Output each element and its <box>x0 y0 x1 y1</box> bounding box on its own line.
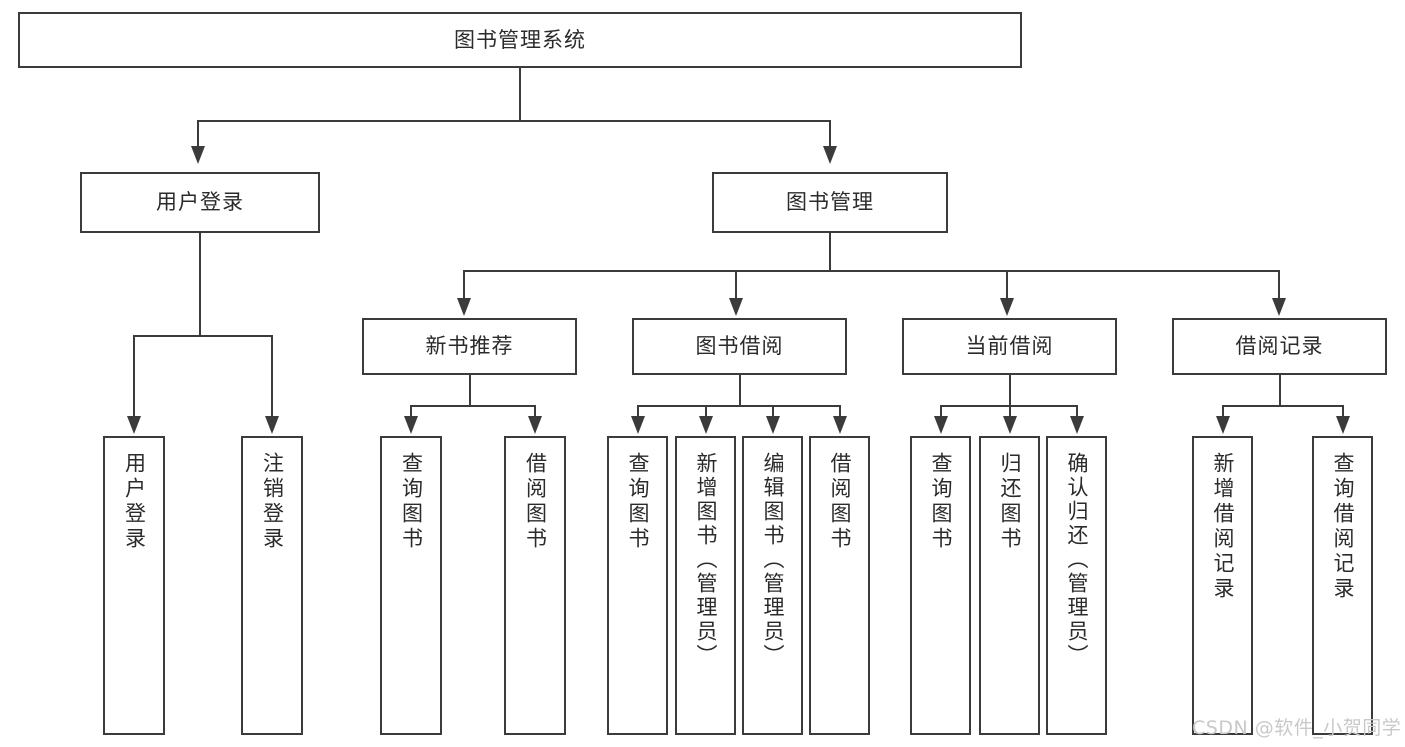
node-label: 用户登录 <box>122 452 147 552</box>
leaf-borrow-book[interactable]: 借阅图书 <box>809 436 870 735</box>
arrow-to-leaf-query-record <box>1336 416 1350 434</box>
node-label: 图书管理 <box>786 190 874 215</box>
connector-book-borrow-branch-1 <box>637 405 639 418</box>
node-label: 借阅图书 <box>828 452 852 552</box>
node-label: 新书推荐 <box>425 334 514 359</box>
arrow-to-leaf-return-book <box>1003 416 1017 434</box>
connector-book-mgmt-branch-3 <box>1006 270 1008 300</box>
connector-current-borrow-branch-2 <box>1009 405 1011 418</box>
leaf-borrow-book-recommend[interactable]: 借阅图书 <box>504 436 566 735</box>
leaf-return-book[interactable]: 归还图书 <box>979 436 1040 735</box>
node-book-borrow[interactable]: 图书借阅 <box>632 318 847 375</box>
connector-book-mgmt-stem <box>829 233 831 270</box>
node-label: 确认归还（管理员） <box>1065 452 1089 668</box>
arrow-to-leaf-confirm-return <box>1070 416 1084 434</box>
connector-book-borrow-branch-4 <box>839 405 841 418</box>
node-label: 注销登录 <box>260 452 285 552</box>
connector-book-borrow-stem <box>739 375 741 405</box>
node-label: 用户登录 <box>156 190 244 215</box>
leaf-add-borrow-record[interactable]: 新增借阅记录 <box>1192 436 1253 735</box>
connector-book-mgmt-branch-4 <box>1278 270 1280 300</box>
arrow-to-user-login <box>191 146 205 164</box>
connector-book-mgmt-branch-2 <box>735 270 737 300</box>
leaf-query-book-borrow[interactable]: 查询图书 <box>607 436 668 735</box>
node-label: 查询图书 <box>399 452 424 552</box>
connector-root-stem <box>519 68 521 120</box>
arrow-to-leaf-edit-book <box>766 416 780 434</box>
connector-new-book-bar <box>410 405 536 407</box>
node-label: 借阅图书 <box>523 452 548 552</box>
connector-root-bar <box>197 120 831 122</box>
arrow-to-leaf-query-book-a <box>404 416 418 434</box>
connector-borrow-record-branch-1 <box>1222 405 1224 418</box>
node-book-management[interactable]: 图书管理 <box>712 172 948 233</box>
node-label: 编辑图书（管理员） <box>761 452 785 668</box>
leaf-add-book-admin[interactable]: 新增图书（管理员） <box>675 436 736 735</box>
arrow-to-leaf-query-book-b <box>631 416 645 434</box>
connector-root-to-book-mgmt <box>829 120 831 148</box>
node-user-login[interactable]: 用户登录 <box>80 172 320 233</box>
connector-user-login-stem <box>199 233 201 335</box>
connector-new-book-branch-2 <box>534 405 536 418</box>
node-label: 图书管理系统 <box>454 27 586 52</box>
arrow-to-book-borrow <box>729 298 743 316</box>
node-label: 借阅记录 <box>1235 334 1324 359</box>
connector-root-to-user-login <box>197 120 199 148</box>
node-label: 查询借阅记录 <box>1331 452 1355 602</box>
arrow-to-leaf-add-book <box>699 416 713 434</box>
connector-current-borrow-stem <box>1009 375 1011 405</box>
connector-book-borrow-bar <box>637 405 841 407</box>
arrow-to-leaf-logout <box>265 416 279 434</box>
node-label: 查询图书 <box>626 452 650 552</box>
leaf-edit-book-admin[interactable]: 编辑图书（管理员） <box>742 436 803 735</box>
connector-book-borrow-branch-3 <box>772 405 774 418</box>
arrow-to-new-book-recommend <box>457 298 471 316</box>
node-label: 图书借阅 <box>695 334 784 359</box>
arrow-to-borrow-record <box>1272 298 1286 316</box>
connector-current-borrow-branch-3 <box>1076 405 1078 418</box>
node-new-book-recommend[interactable]: 新书推荐 <box>362 318 577 375</box>
arrow-to-leaf-add-record <box>1216 416 1230 434</box>
connector-user-login-bar <box>133 335 273 337</box>
arrow-to-leaf-borrow-book-b <box>833 416 847 434</box>
connector-book-borrow-branch-2 <box>705 405 707 418</box>
node-label: 新增借阅记录 <box>1211 452 1235 602</box>
leaf-user-login[interactable]: 用户登录 <box>103 436 165 735</box>
node-label: 当前借阅 <box>965 334 1054 359</box>
connector-borrow-record-bar <box>1222 405 1344 407</box>
connector-user-login-branch-1 <box>133 335 135 418</box>
connector-borrow-record-branch-2 <box>1342 405 1344 418</box>
connector-new-book-stem <box>469 375 471 405</box>
watermark-text: CSDN @软件_小贺同学 <box>1192 717 1402 739</box>
node-borrow-record[interactable]: 借阅记录 <box>1172 318 1387 375</box>
arrow-to-leaf-borrow-book-a <box>528 416 542 434</box>
node-label: 查询图书 <box>929 452 953 552</box>
connector-current-borrow-branch-1 <box>940 405 942 418</box>
connector-new-book-branch-1 <box>410 405 412 418</box>
node-current-borrow[interactable]: 当前借阅 <box>902 318 1117 375</box>
node-label: 新增图书（管理员） <box>694 452 718 668</box>
node-label: 归还图书 <box>998 452 1022 552</box>
arrow-to-leaf-user-login <box>127 416 141 434</box>
leaf-query-borrow-record[interactable]: 查询借阅记录 <box>1312 436 1373 735</box>
connector-user-login-branch-2 <box>271 335 273 418</box>
arrow-to-book-mgmt <box>823 146 837 164</box>
connector-book-mgmt-bar <box>463 270 1280 272</box>
leaf-query-book-current[interactable]: 查询图书 <box>910 436 971 735</box>
leaf-logout[interactable]: 注销登录 <box>241 436 303 735</box>
arrow-to-current-borrow <box>1000 298 1014 316</box>
connector-book-mgmt-branch-1 <box>463 270 465 300</box>
arrow-to-leaf-query-book-c <box>934 416 948 434</box>
node-root-system[interactable]: 图书管理系统 <box>18 12 1022 68</box>
leaf-query-book-recommend[interactable]: 查询图书 <box>380 436 442 735</box>
connector-borrow-record-stem <box>1279 375 1281 405</box>
leaf-confirm-return-admin[interactable]: 确认归还（管理员） <box>1046 436 1107 735</box>
